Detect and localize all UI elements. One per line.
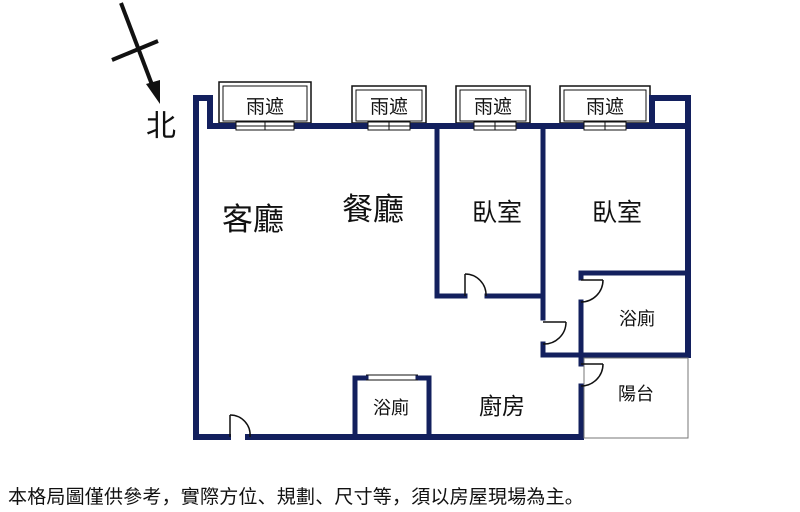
canopy-label: 雨遮: [246, 96, 284, 118]
room-label-bedroom-1: 臥室: [472, 198, 522, 227]
canopy-label: 雨遮: [474, 96, 512, 118]
doors: [229, 273, 604, 438]
sliding-door: [366, 374, 418, 381]
room-label-living: 客廳: [222, 202, 284, 238]
north-label: 北: [146, 109, 176, 144]
room-label-balcony: 陽台: [618, 384, 654, 405]
room-label-bathroom-2: 浴廁: [619, 308, 655, 330]
balcony-outline: [583, 357, 689, 439]
entrance-door: [229, 414, 251, 438]
bathroom-2-door: [580, 279, 604, 303]
room-label-bedroom-2: 臥室: [592, 198, 642, 227]
disclaimer-text: 本格局圖僅供參考，實際方位、規劃、尺寸等，須以房屋現場為主。: [8, 486, 585, 508]
canopy-label: 雨遮: [370, 96, 408, 118]
compass: 北: [111, 2, 176, 144]
interior-walls: [352, 123, 691, 440]
balcony-door: [580, 363, 604, 387]
exterior-walls: [193, 95, 691, 440]
canopy-3: 雨遮: [455, 85, 531, 124]
canopy-4: 雨遮: [559, 85, 651, 124]
room-label-bathroom-1: 浴廁: [373, 397, 409, 419]
compass-crossbar: [111, 39, 159, 62]
windows: [235, 121, 627, 131]
canopy-1: 雨遮: [218, 81, 312, 124]
room-label-dining: 餐廳: [342, 192, 404, 228]
compass-needle: [119, 2, 156, 91]
canopy-label: 雨遮: [586, 96, 624, 118]
compass-arrowhead: [146, 80, 160, 104]
room-label-kitchen: 廚房: [479, 394, 525, 420]
bedroom-2-door: [542, 321, 567, 345]
bedroom-1-door: [464, 273, 487, 297]
canopy-2: 雨遮: [351, 85, 427, 124]
